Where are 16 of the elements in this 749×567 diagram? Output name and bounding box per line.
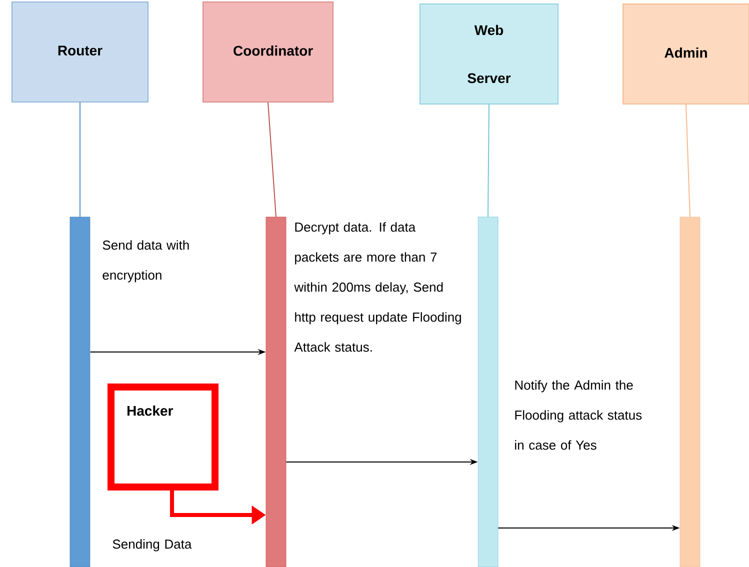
note-text: Notify the Admin the Flooding attack status in case of Yes: [515, 380, 642, 450]
activation-bar: [478, 216, 498, 567]
lifeline: [268, 102, 276, 218]
lifeline-header-box: Router: [12, 2, 148, 102]
activation-bar: [680, 216, 700, 567]
lifeline: [686, 104, 690, 218]
activation-bar: [266, 216, 286, 567]
lifeline-header-box: Admin: [622, 4, 749, 104]
activation-bar: [70, 216, 90, 567]
lifeline: [488, 104, 490, 218]
lifeline-header-box: Web Server: [420, 4, 558, 104]
note-text: Sending Data: [112, 539, 192, 552]
note-text: Decrypt data. If data packets are more than 7 within 200ms delay, Send http request update Flooding Attack status.: [294, 222, 461, 352]
lifeline-header-box: Coordinator: [202, 2, 334, 102]
note-text: Send data with encryption: [102, 240, 189, 282]
hacker-box: Hacker: [108, 384, 218, 490]
